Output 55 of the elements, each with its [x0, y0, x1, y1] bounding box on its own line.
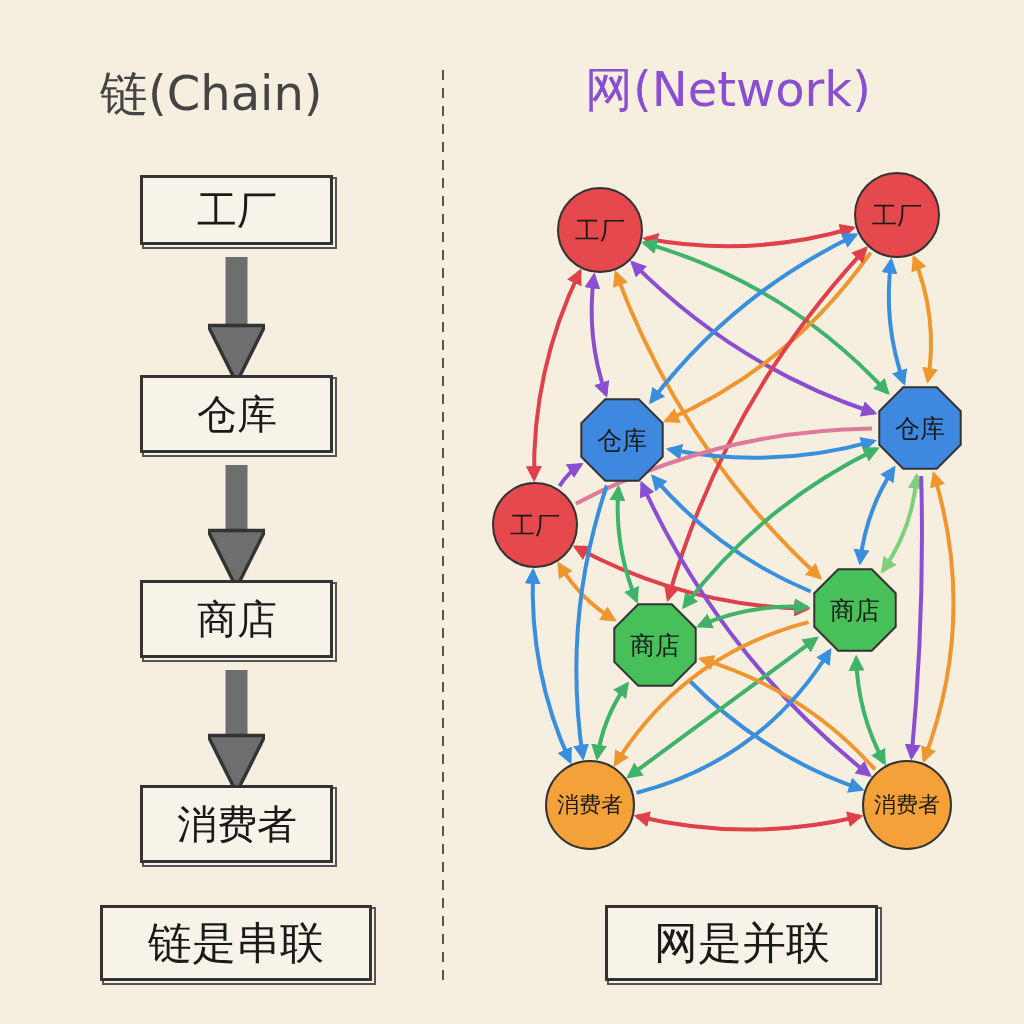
node-label: 仓库 [597, 424, 647, 457]
circle-node [556, 186, 644, 274]
arrow [613, 270, 822, 580]
node-label: 仓库 [895, 412, 945, 445]
arrow [635, 648, 832, 795]
circle-node [853, 171, 941, 259]
node-label: 商店 [196, 594, 277, 644]
arrow [687, 678, 865, 793]
arrow [920, 470, 956, 764]
node-label: 消费者 [176, 799, 297, 849]
section-heading: 网(Network) [585, 60, 871, 119]
arrow [591, 681, 629, 761]
section-heading: 链(Chain) [100, 64, 323, 123]
arrow [613, 620, 810, 767]
circle-node [491, 481, 579, 569]
node-label: 消费者 [874, 791, 940, 819]
arrow [696, 598, 811, 629]
arrow [904, 475, 924, 761]
arrow [626, 636, 819, 779]
arrow [641, 238, 890, 395]
arrow [557, 462, 584, 488]
arrow [642, 223, 856, 249]
node-label: 商店 [630, 629, 680, 662]
arrow [651, 474, 812, 594]
arrow [609, 484, 640, 604]
arrow [649, 233, 859, 405]
circle-node [861, 759, 953, 851]
arrow [526, 268, 582, 483]
arrow [881, 257, 908, 386]
arrow [682, 447, 880, 610]
arrow [697, 655, 877, 771]
circle-node [544, 759, 636, 851]
arrow [664, 246, 868, 602]
node-label: 商店 [830, 594, 880, 627]
node-label: 消费者 [557, 791, 623, 819]
node-label: 工厂 [872, 199, 922, 232]
arrow [663, 251, 873, 423]
arrow [572, 545, 811, 617]
arrow [573, 484, 609, 761]
node-label: 工厂 [510, 509, 560, 542]
node-label: 工厂 [575, 214, 625, 247]
arrow [557, 561, 617, 622]
arrow [584, 272, 610, 398]
node-label: 工厂 [196, 185, 277, 235]
arrow [853, 465, 896, 566]
arrow [848, 654, 886, 766]
arrow [911, 254, 938, 384]
arrow [640, 480, 872, 778]
node-label: 链是串联 [148, 915, 324, 970]
arrow [630, 260, 878, 417]
arrow [633, 811, 864, 832]
arrow [524, 567, 573, 765]
arrow [665, 436, 877, 460]
node-label: 仓库 [196, 389, 277, 439]
node-label: 网是并联 [653, 915, 830, 970]
